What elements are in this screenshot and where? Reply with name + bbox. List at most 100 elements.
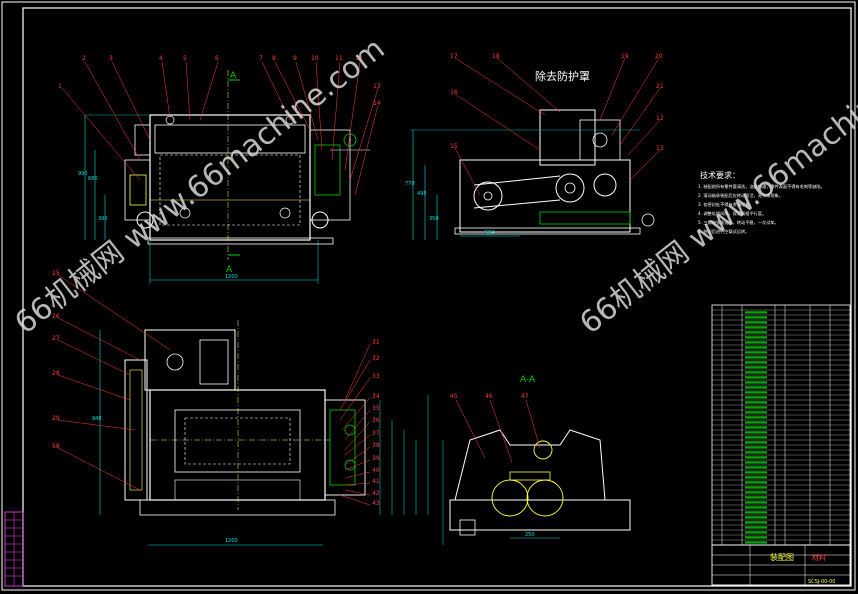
svg-text:8: 8 [272,55,276,62]
svg-text:47: 47 [521,393,529,400]
parts-row-name-mark [745,456,767,459]
svg-text:2. 滚动轴承装配后应转动灵活，无卡滞现象。: 2. 滚动轴承装配后应转动灵活，无卡滞现象。 [698,192,783,199]
parts-row-name-mark [745,426,767,429]
svg-text:13: 13 [373,83,381,90]
parts-row-name-mark [745,351,767,354]
parts-row-name-mark [745,446,767,449]
svg-text:39: 39 [372,455,380,462]
svg-text:14: 14 [373,100,381,107]
parts-row-name-mark [745,481,767,484]
svg-text:36: 36 [372,417,380,424]
dim-front-h3: 390 [98,216,108,222]
dim-side-h2: 495 [417,191,427,197]
title-drawing-no: SCSJ-00-00 [808,579,835,585]
dim-side-h3: 350 [429,216,439,222]
svg-text:6: 6 [215,55,219,62]
svg-text:37: 37 [372,430,380,437]
parts-row-name-mark [745,436,767,439]
dim-side-h1: 770 [405,181,415,187]
parts-row-name-mark [745,316,767,319]
svg-text:5: 5 [183,55,187,62]
svg-text:16: 16 [450,89,458,96]
section-balloons [455,399,541,463]
parts-row-name-mark [745,401,767,404]
tech-req-title: 技术要求： [700,170,740,180]
svg-text:32: 32 [372,355,380,362]
svg-text:11: 11 [335,55,343,62]
title-block: 装配图 材料 SCSJ-00-00 [711,544,851,586]
parts-row-name-mark [745,521,767,524]
svg-text:1: 1 [58,83,62,90]
svg-text:20: 20 [655,53,663,60]
front-balloon-labels: 1 2 3 4 5 6 7 8 9 10 11 12 13 14 [58,55,381,107]
title-material-label: 材料 [812,553,826,562]
svg-text:1. 装配前所有零件要清洗，油路畅通，零件表面不得有毛刺等缺: 1. 装配前所有零件要清洗，油路畅通，零件表面不得有毛刺等缺陷。 [698,183,825,190]
parts-row-name-mark [745,421,767,424]
svg-text:13: 13 [656,145,664,152]
dim-front-h2: 680 [88,176,98,182]
svg-text:45: 45 [450,393,458,400]
svg-text:58: 58 [52,443,60,450]
dim-section-width: 250 [525,532,535,538]
parts-row-name-mark [745,506,767,509]
parts-row-name-mark [745,536,767,539]
svg-text:35: 35 [372,405,380,412]
svg-text:7: 7 [259,55,263,62]
svg-text:3. 各密封处不得有渗漏现象。: 3. 各密封处不得有渗漏现象。 [698,201,754,208]
drawing-frame [22,7,852,587]
parts-row-name-mark [745,381,767,384]
svg-text:4: 4 [159,55,163,62]
section-balloon-labels: 45 46 47 [450,393,529,400]
parts-row-name-mark [745,441,767,444]
guard-removed-note: 除去防护罩 [535,69,590,83]
svg-text:33: 33 [372,373,380,380]
dim-side-w: 564 [485,230,495,236]
svg-text:43: 43 [372,500,380,507]
svg-text:29: 29 [52,415,60,422]
parts-row-name-mark [745,326,767,329]
parts-row-name-mark [745,516,767,519]
svg-text:40: 40 [372,467,380,474]
parts-row-name-mark [745,476,767,479]
front-balloons [61,61,379,196]
svg-text:6. 装配后进行空载试运转。: 6. 装配后进行空载试运转。 [698,228,749,235]
svg-text:15: 15 [450,143,458,150]
svg-text:17: 17 [450,53,458,60]
parts-row-name-mark [745,461,767,464]
technical-requirements: 技术要求： 1. 装配前所有零件要清洗，油路畅通，零件表面不得有毛刺等缺陷。 2… [698,170,825,235]
section-view-title: A-A [520,375,536,385]
parts-row-name-mark [745,501,767,504]
svg-text:18: 18 [492,53,500,60]
svg-text:34: 34 [372,393,380,400]
parts-row-name-mark [745,376,767,379]
parts-row-name-mark [745,331,767,334]
parts-row-name-mark [745,531,767,534]
parts-row-name-mark [745,321,767,324]
parts-row-name-mark [745,496,767,499]
svg-text:19: 19 [621,53,629,60]
svg-text:41: 41 [372,478,380,485]
parts-row-name-mark [745,371,767,374]
svg-text:3: 3 [109,55,113,62]
dim-front-h1: 990 [78,171,88,177]
parts-row-name-mark [745,361,767,364]
svg-text:9: 9 [293,55,297,62]
svg-text:25: 25 [52,270,60,277]
section-mark-a-top: A [230,71,237,81]
section-mark-a-bottom: A [226,265,233,275]
dim-plan-width: 1200 [225,538,238,544]
parts-row-name-mark [745,491,767,494]
plan-balloons [57,274,371,506]
svg-text:12: 12 [656,115,664,122]
svg-text:42: 42 [372,490,380,497]
dim-front-width: 1200 [225,274,238,280]
parts-row-name-mark [745,366,767,369]
svg-text:10: 10 [311,55,319,62]
parts-row-name-mark [745,526,767,529]
plan-view: 1200 940 [92,320,429,546]
side-balloon-labels: 17 18 19 20 21 12 13 16 15 [450,53,664,152]
svg-text:38: 38 [372,442,380,449]
svg-text:46: 46 [485,393,493,400]
